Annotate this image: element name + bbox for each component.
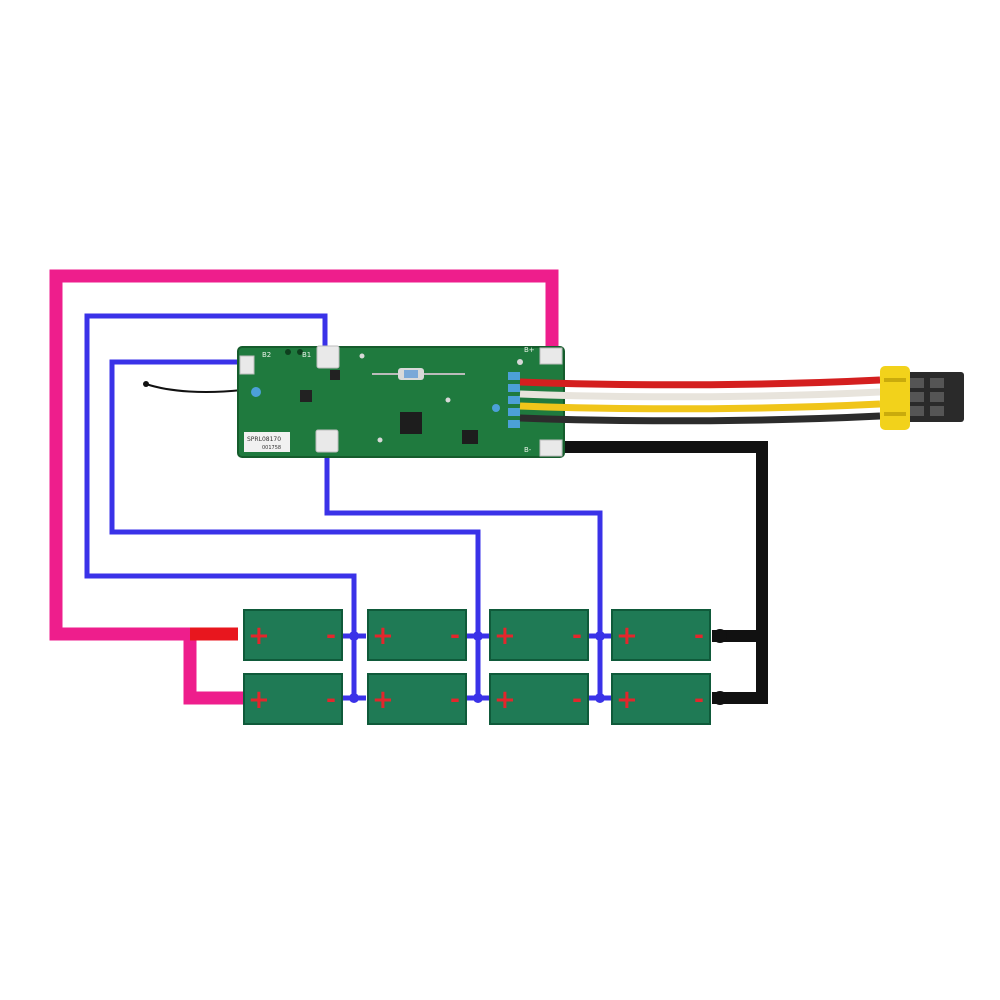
pad-b1 bbox=[316, 345, 340, 369]
junction-dot bbox=[349, 631, 359, 641]
series-link-1 bbox=[342, 633, 366, 701]
pad-bminus bbox=[539, 439, 563, 457]
battery-cell: +- bbox=[489, 609, 589, 661]
junction-dot bbox=[595, 631, 605, 641]
cell-positive-sign: + bbox=[372, 685, 394, 715]
cell-body bbox=[367, 609, 467, 661]
connector-pin bbox=[930, 392, 944, 402]
cell-negative-sign: - bbox=[450, 621, 460, 649]
cell-positive-sign: + bbox=[494, 621, 516, 651]
capacitor-blue bbox=[251, 387, 261, 397]
cell-positive-sign: + bbox=[494, 685, 516, 715]
cell-body bbox=[243, 673, 343, 725]
series-link-3 bbox=[588, 633, 612, 701]
cell-body bbox=[489, 673, 589, 725]
pad-bminus-balance bbox=[315, 429, 339, 453]
battery-cell: +- bbox=[367, 673, 467, 725]
capacitor-blue bbox=[492, 404, 500, 412]
cell-body bbox=[243, 609, 343, 661]
mosfet bbox=[300, 390, 312, 402]
sticker bbox=[244, 432, 290, 452]
battery-cell: +- bbox=[489, 673, 589, 725]
junction-dot bbox=[473, 631, 483, 641]
cell-negative-sign: - bbox=[450, 685, 460, 713]
pcb-components: SPRL08170 001758 bbox=[244, 349, 523, 452]
balance-wire-outer bbox=[84, 313, 357, 636]
cell-positive-sign: + bbox=[616, 621, 638, 651]
bms-circuit-board: SPRL08170 001758 B2 B1 B+ B- bbox=[237, 345, 565, 458]
pad-b2 bbox=[239, 355, 255, 375]
ic-chip bbox=[400, 412, 422, 434]
test-point bbox=[359, 353, 365, 359]
cell-positive-sign: + bbox=[372, 621, 394, 651]
pad-label-b1: B1 bbox=[302, 351, 311, 359]
balance-wire-lower bbox=[324, 446, 603, 636]
junction-dot bbox=[473, 693, 483, 703]
pad-label-bminus: B- bbox=[524, 446, 532, 454]
battery-cell: +- bbox=[611, 673, 711, 725]
positive-main-wire bbox=[49, 269, 559, 705]
connector-pin bbox=[930, 378, 944, 388]
sticker-text: SPRL08170 bbox=[247, 436, 281, 443]
harness-wire bbox=[519, 376, 881, 389]
cell-positive-sign: + bbox=[248, 685, 270, 715]
negative-junction-dot bbox=[713, 629, 727, 643]
junction-dot bbox=[349, 693, 359, 703]
series-link-2 bbox=[466, 633, 490, 701]
cell-positive-sign: + bbox=[248, 621, 270, 651]
connector-latch-ridge bbox=[884, 378, 906, 382]
battery-cell: +- bbox=[243, 609, 343, 661]
pad-label-b2: B2 bbox=[262, 351, 271, 359]
cell-negative-sign: - bbox=[572, 685, 582, 713]
cell-body bbox=[489, 609, 589, 661]
cell-negative-sign: - bbox=[572, 621, 582, 649]
cell-body bbox=[611, 673, 711, 725]
fuse-core bbox=[404, 370, 418, 378]
output-connector bbox=[880, 366, 964, 430]
connector-pin bbox=[910, 378, 924, 388]
cell-negative-sign: - bbox=[694, 621, 704, 649]
battery-cell: +- bbox=[243, 673, 343, 725]
negative-junction-dot bbox=[713, 691, 727, 705]
mount-hole bbox=[285, 349, 291, 355]
test-point bbox=[445, 397, 451, 403]
test-point bbox=[377, 437, 383, 443]
cell-negative-sign: - bbox=[326, 621, 336, 649]
battery-cell: +- bbox=[611, 609, 711, 661]
junction-dot bbox=[595, 693, 605, 703]
cell-negative-sign: - bbox=[326, 685, 336, 713]
connector-pin bbox=[930, 406, 944, 416]
test-point bbox=[517, 359, 523, 365]
pad-label-bplus: B+ bbox=[524, 346, 535, 354]
sticker-subtext: 001758 bbox=[262, 445, 281, 451]
cell-body bbox=[367, 673, 467, 725]
harness-wire bbox=[519, 412, 881, 425]
harness-wire bbox=[519, 400, 881, 413]
connector-pin bbox=[910, 406, 924, 416]
pad-bplus bbox=[539, 347, 563, 365]
ic-chip-small bbox=[462, 430, 478, 444]
thermistor-tip bbox=[143, 381, 149, 387]
connector-pin bbox=[910, 392, 924, 402]
cell-positive-sign: + bbox=[616, 685, 638, 715]
mount-hole bbox=[297, 349, 303, 355]
harness-wire bbox=[519, 388, 881, 401]
mosfet bbox=[330, 370, 340, 380]
cell-negative-sign: - bbox=[694, 685, 704, 713]
battery-cell: +- bbox=[367, 609, 467, 661]
battery-cells: +-+-+-+-+-+-+-+- bbox=[243, 609, 711, 725]
cell-body bbox=[611, 609, 711, 661]
harness-header bbox=[508, 372, 520, 428]
thermistor-wire bbox=[145, 383, 243, 393]
connector-latch bbox=[880, 366, 910, 430]
connector-latch-ridge bbox=[884, 412, 906, 416]
output-harness bbox=[519, 376, 881, 425]
